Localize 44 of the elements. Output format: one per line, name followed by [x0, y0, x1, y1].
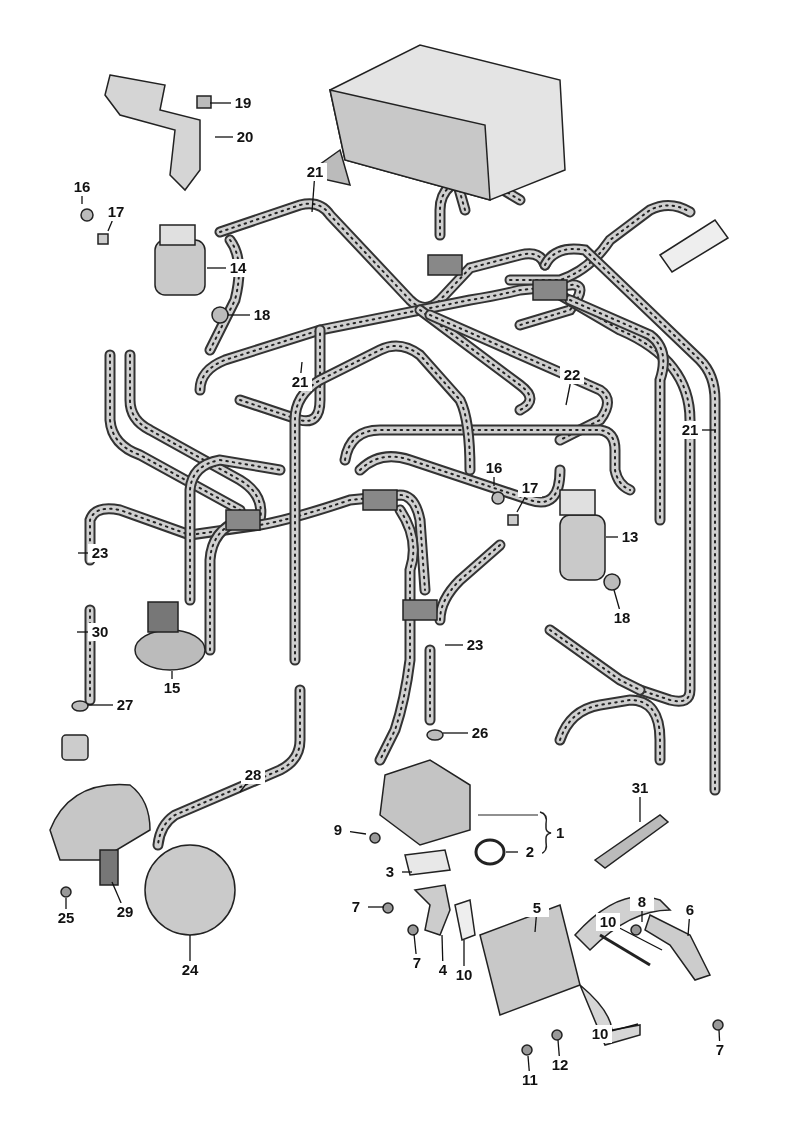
callout-number: 22: [560, 366, 584, 384]
callout-number: 8: [630, 893, 654, 911]
leader-line: [565, 383, 571, 406]
leader-line: [111, 881, 122, 904]
leader-line: [641, 910, 643, 923]
leader-line: [611, 1023, 639, 1032]
leader-line: [189, 934, 191, 962]
callout-number: 21: [303, 163, 327, 181]
leader-line: [65, 897, 67, 910]
leader-line: [619, 927, 663, 951]
leader-line: [367, 906, 385, 908]
leader-line: [300, 361, 303, 374]
leader-line: [527, 1055, 530, 1072]
leader-line: [349, 831, 367, 835]
leader-line: [209, 102, 232, 104]
leader-line: [87, 704, 114, 706]
leader-line: [239, 783, 247, 793]
leader-line: [206, 267, 227, 269]
leader-line: [107, 220, 113, 232]
leader-line: [701, 429, 717, 431]
leader-line: [311, 180, 315, 213]
leader-line: [463, 939, 465, 967]
leader-line: [214, 136, 234, 138]
leader-line: [442, 732, 469, 734]
leader-line: [441, 934, 444, 962]
leader-line: [76, 631, 89, 633]
leader-line: [493, 476, 495, 487]
leader-line: [444, 644, 464, 646]
callout-number: 10: [596, 913, 620, 931]
leader-line: [534, 916, 537, 933]
leader-line: [401, 871, 413, 873]
leader-line: [81, 195, 83, 205]
leader-line: [171, 670, 173, 680]
leader-line: [687, 918, 690, 937]
leader-line: [718, 1029, 721, 1042]
leader-line: [516, 496, 526, 513]
leader-line: [505, 851, 519, 853]
leader-line: [613, 589, 621, 610]
leader-line: [77, 552, 89, 554]
leader-line: [639, 796, 641, 823]
leader-line: [413, 933, 417, 955]
leader-line: [557, 1039, 560, 1057]
leader-line: [605, 536, 619, 538]
leader-line: [227, 314, 251, 316]
